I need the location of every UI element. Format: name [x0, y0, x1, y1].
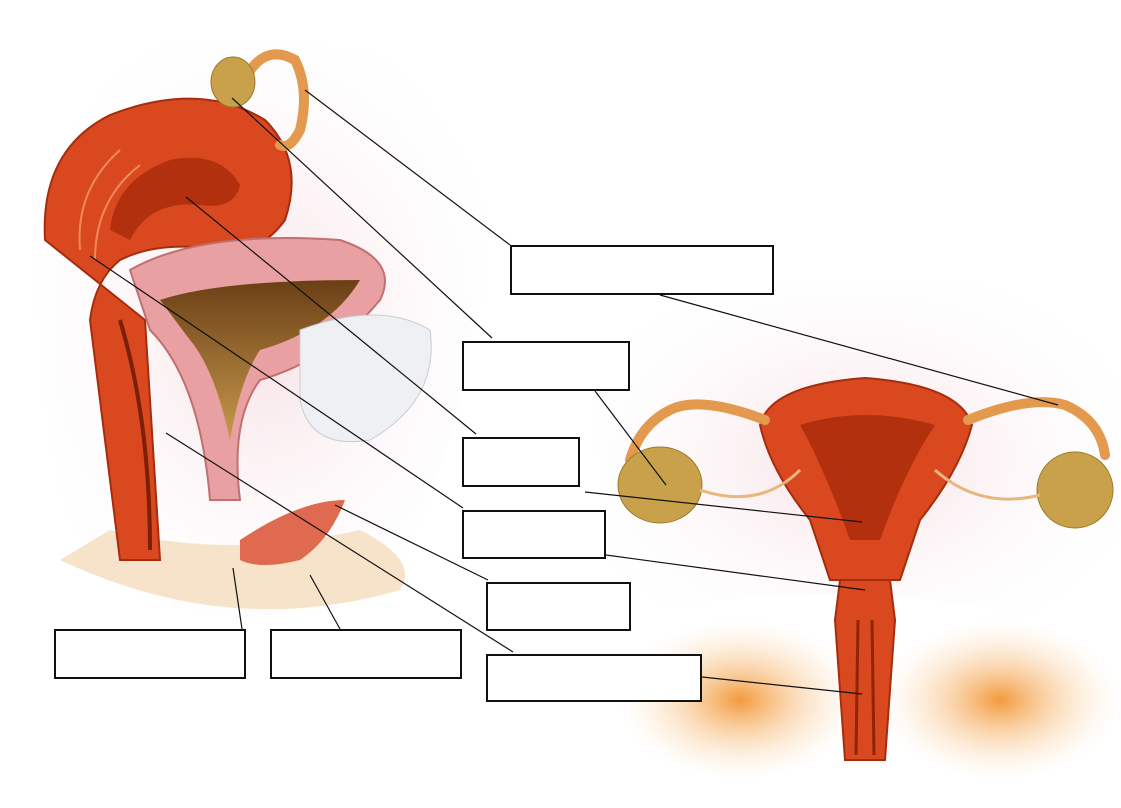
label-box-7[interactable] [54, 629, 246, 679]
vagina-frontal [835, 580, 895, 760]
frontal-view [590, 279, 1121, 780]
sagittal-view [36, 40, 487, 616]
label-box-8[interactable] [270, 629, 462, 679]
label-box-1[interactable] [510, 245, 774, 295]
ovary-frontal-left [618, 447, 702, 523]
label-box-2[interactable] [462, 341, 630, 391]
label-box-4[interactable] [462, 510, 606, 559]
label-box-5[interactable] [486, 582, 631, 631]
label-box-3[interactable] [462, 437, 580, 487]
label-box-6[interactable] [486, 654, 702, 702]
ovary-frontal-right [1037, 452, 1113, 528]
thigh-right [880, 620, 1120, 780]
